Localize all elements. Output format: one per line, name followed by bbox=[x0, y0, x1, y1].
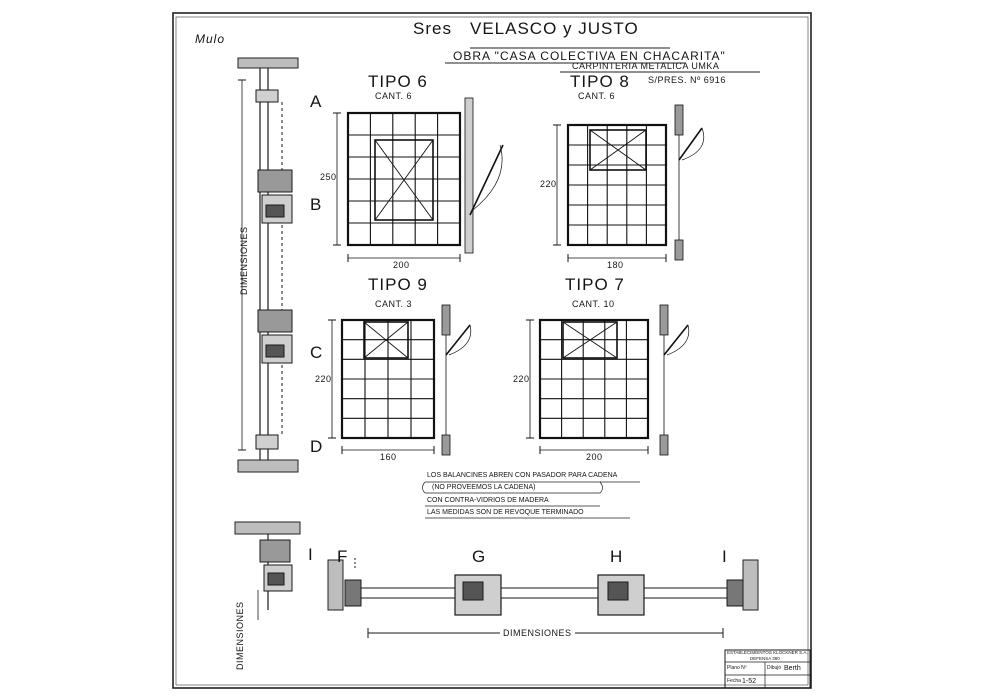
technical-drawing bbox=[172, 12, 812, 689]
project-name: OBRA "CASA COLECTIVA EN CHACARITA" bbox=[453, 49, 726, 63]
tipo8-qty: CANT. 6 bbox=[578, 91, 616, 101]
tipo6-title: TIPO 6 bbox=[368, 72, 428, 91]
tipo7-grid bbox=[540, 320, 648, 438]
tipo8-height: 220 bbox=[540, 179, 557, 189]
tipo9-qty: CANT. 3 bbox=[375, 299, 413, 309]
section-letter-f: F bbox=[337, 547, 349, 566]
tipo7-qty: CANT. 10 bbox=[572, 299, 615, 309]
section-letter-g: G bbox=[472, 547, 487, 566]
section-letter-d: D bbox=[310, 437, 324, 456]
tipo8-title: TIPO 8 bbox=[570, 72, 630, 91]
tipo6-height: 250 bbox=[320, 172, 337, 182]
drawing-sheet: Sres VELASCO y JUSTO OBRA "CASA COLECTIV… bbox=[170, 10, 820, 695]
client-prefix: Sres bbox=[413, 19, 452, 38]
dimension-label-vertical: DIMENSIONES bbox=[239, 226, 249, 295]
budget-number: S/PRES. Nº 6916 bbox=[648, 75, 726, 85]
window-tipo6 bbox=[333, 97, 504, 262]
horizontal-section-fi bbox=[327, 558, 759, 638]
fecha-label: Fecha bbox=[727, 678, 741, 684]
note-4: LAS MEDIDAS SON DE REVOQUE TERMINADO bbox=[427, 509, 584, 516]
company-address: DEFENSA 360 bbox=[750, 656, 780, 661]
note-3: CON CONTRA-VIDRIOS DE MADERA bbox=[427, 497, 549, 504]
tipo7-height: 220 bbox=[513, 374, 530, 384]
section-letter-b: B bbox=[310, 195, 323, 214]
section-letter-h: H bbox=[610, 547, 624, 566]
tipo8-width: 180 bbox=[607, 260, 624, 270]
dibujo-label: Dibujó bbox=[767, 665, 782, 671]
window-tipo8 bbox=[553, 104, 705, 262]
window-tipo9 bbox=[328, 304, 472, 456]
section-letter-i-left: I bbox=[308, 545, 314, 564]
note-1: LOS BALANCINES ABREN CON PASADOR PARA CA… bbox=[427, 472, 618, 479]
tipo9-height: 220 bbox=[315, 374, 332, 384]
tipo6-grid bbox=[348, 113, 460, 245]
section-letter-a: A bbox=[310, 92, 323, 111]
tipo9-width: 160 bbox=[380, 452, 397, 462]
fecha-value: 1-52 bbox=[742, 678, 757, 685]
tipo6-qty: CANT. 6 bbox=[375, 91, 413, 101]
title-block bbox=[724, 649, 811, 689]
dimension-label-vertical-small: DIMENSIONES bbox=[235, 601, 245, 670]
tipo9-grid bbox=[342, 320, 434, 438]
dimension-label-horizontal: DIMENSIONES bbox=[500, 629, 575, 638]
vertical-section-ad bbox=[237, 57, 299, 473]
carpentry-label: CARPINTERIA METALICA UMKA bbox=[572, 61, 720, 71]
section-letter-i: I bbox=[722, 547, 728, 566]
tipo8-grid bbox=[568, 125, 666, 245]
signature: Mulo bbox=[195, 32, 226, 46]
client-name: VELASCO y JUSTO bbox=[470, 19, 639, 38]
note-2: (NO PROVEEMOS LA CADENA) bbox=[432, 484, 536, 491]
tipo7-width: 200 bbox=[586, 452, 603, 462]
dibujo-value: Berth bbox=[784, 665, 801, 672]
company-name: ESTABLECIMIENTOS KLOCKNER S.A. bbox=[727, 650, 808, 655]
tipo7-title: TIPO 7 bbox=[565, 275, 625, 294]
section-letter-c: C bbox=[310, 343, 324, 362]
tipo9-title: TIPO 9 bbox=[368, 275, 428, 294]
tipo6-width: 200 bbox=[393, 260, 410, 270]
plano-label: Plano Nº bbox=[727, 665, 747, 671]
small-vertical-section bbox=[234, 521, 301, 620]
window-tipo7 bbox=[526, 304, 690, 456]
